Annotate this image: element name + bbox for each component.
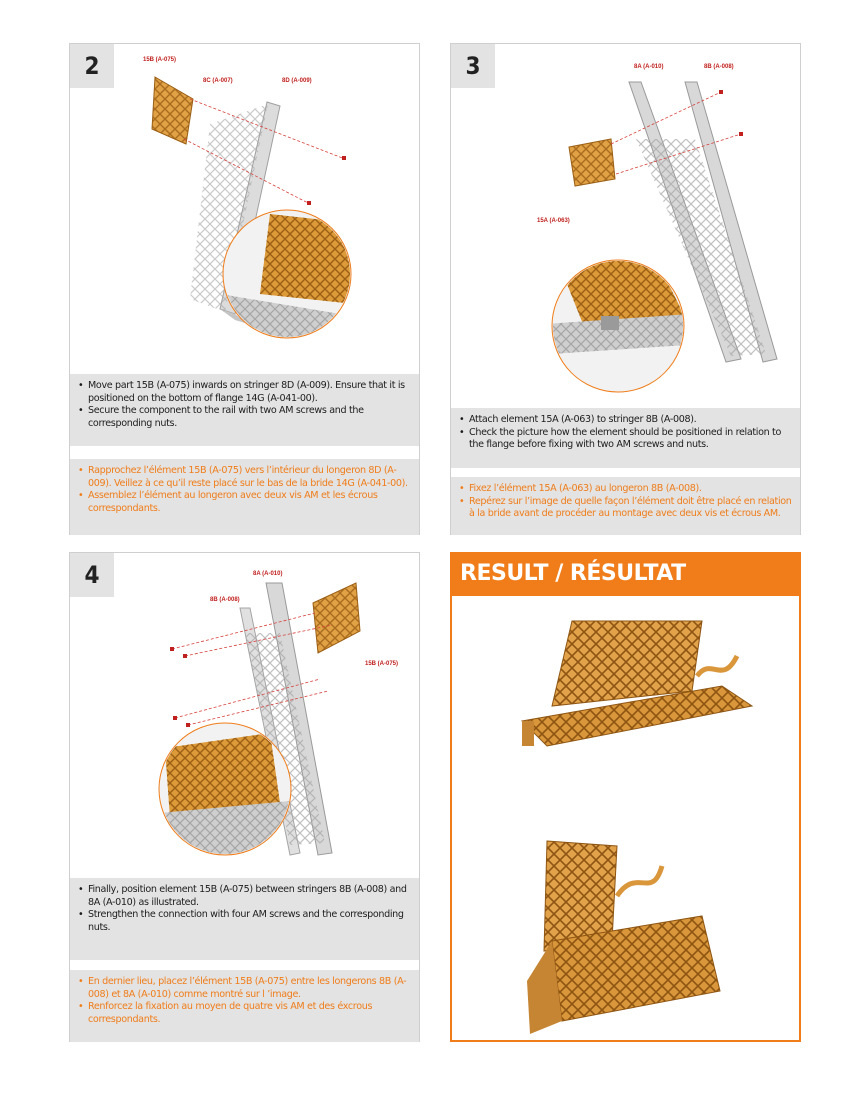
instructions-en: Finally, position element 15B (A-075) be… [70, 878, 419, 960]
step-4-illustration: 8A (A-010) 8B (A-008) 15B (A-075) [70, 553, 419, 868]
part-label: 8D (A-009) [282, 78, 312, 84]
part-label: 8B (A-008) [210, 597, 240, 603]
step-2-panel: 2 [69, 43, 420, 535]
instruction-item: Fixez l’élément 15A (A-063) au longeron … [459, 483, 792, 496]
instruction-item: Check the picture how the element should… [459, 427, 792, 452]
part-label: 15A (A-063) [537, 218, 570, 224]
step-2-illustration: 15B (A-075) 8C (A-007) 8D (A-009) [70, 44, 419, 364]
instruction-item: Renforcez la fixation au moyen de quatre… [78, 1001, 411, 1026]
result-title: RESULT / RÉSULTAT [452, 554, 799, 596]
instruction-item: Repérez sur l’image de quelle façon l’él… [459, 496, 792, 521]
instructions-en: Move part 15B (A-075) inwards on stringe… [70, 374, 419, 446]
instructions-fr: En dernier lieu, placez l’élément 15B (A… [70, 970, 419, 1042]
part-label: 8A (A-010) [253, 571, 282, 577]
instruction-item: Rapprochez l’élément 15B (A-075) vers l’… [78, 465, 411, 490]
part-label: 8B (A-008) [704, 64, 734, 70]
step-3-panel: 3 8A (A-010) 8B [450, 43, 801, 535]
part-label: 8A (A-010) [634, 64, 663, 70]
result-illustration [452, 596, 799, 1040]
step-3-illustration: 8A (A-010) 8B (A-008) 15A (A-063) [451, 44, 800, 394]
part-label: 15B (A-075) [143, 57, 176, 63]
part-label: 15B (A-075) [365, 661, 398, 667]
result-panel: RESULT / RÉSULTAT [450, 552, 801, 1042]
instructions-en: Attach element 15A (A-063) to stringer 8… [451, 408, 800, 468]
part-label: 8C (A-007) [203, 78, 233, 84]
instruction-item: Attach element 15A (A-063) to stringer 8… [459, 414, 792, 427]
step-4-panel: 4 8 [69, 552, 420, 1042]
instructions-fr: Fixez l’élément 15A (A-063) au longeron … [451, 477, 800, 535]
instruction-item: En dernier lieu, placez l’élément 15B (A… [78, 976, 411, 1001]
instruction-item: Assemblez l’élément au longeron avec deu… [78, 490, 411, 515]
instruction-item: Strengthen the connection with four AM s… [78, 909, 411, 934]
instruction-item: Move part 15B (A-075) inwards on stringe… [78, 380, 411, 405]
instruction-item: Secure the component to the rail with tw… [78, 405, 411, 430]
instruction-item: Finally, position element 15B (A-075) be… [78, 884, 411, 909]
instructions-fr: Rapprochez l’élément 15B (A-075) vers l’… [70, 459, 419, 535]
